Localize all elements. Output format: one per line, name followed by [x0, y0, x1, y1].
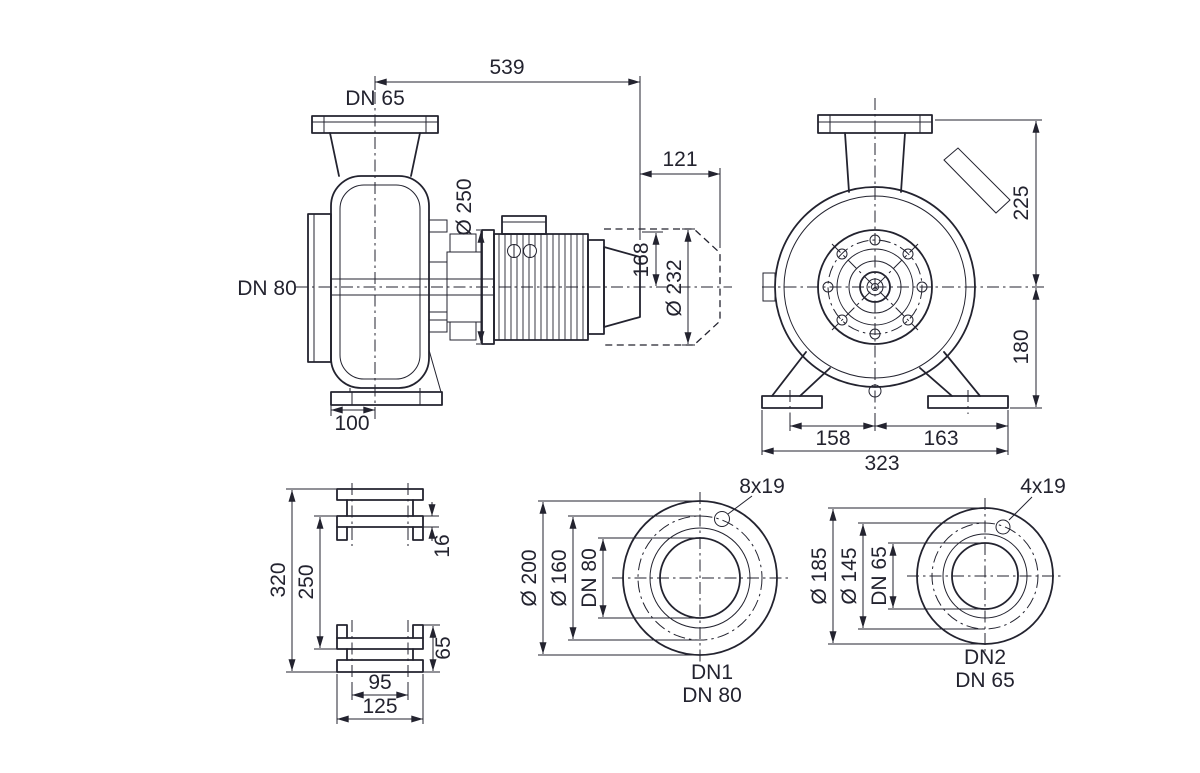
front-view-geometry: [761, 114, 1011, 414]
dim-flange-diameter: Ø 250: [453, 178, 476, 235]
dim-foot-width: 125: [362, 695, 397, 718]
dim-motor-extension: 121: [662, 148, 697, 171]
motor-variant-outline: [604, 228, 721, 346]
dn1-bolt-circle-dia: Ø 160: [548, 549, 571, 606]
dim-axis-to-base: 180: [1010, 329, 1033, 364]
dn2-bolt-hole: [995, 519, 1011, 535]
flange-dn2-dimensions: Ø 185 Ø 145 DN 65 4x19 DN2 DN 65: [808, 475, 1066, 692]
left-foot: [761, 395, 823, 409]
dim-foot-left: 158: [815, 427, 850, 450]
flange-dn1-dimensions: Ø 200 Ø 160 DN 80 8x19 DN1 DN 80: [518, 475, 785, 707]
dim-foot-total: 323: [864, 452, 899, 475]
dn1-nominal-dia: DN 80: [578, 548, 601, 608]
dim-foot-right: 163: [923, 427, 958, 450]
pump-foot: [330, 391, 443, 406]
dim-axis-height: 168: [630, 242, 653, 277]
dim-motor-diameter: Ø 232: [663, 259, 686, 316]
dim-plate-thickness: 16: [431, 534, 454, 557]
pump-casing: [330, 175, 430, 389]
top-flange: [311, 115, 439, 134]
dn65-label: DN 65: [345, 87, 405, 110]
front-view-dimensions: 225 180 158 163 323: [761, 119, 1042, 475]
dn1-size-label: DN 80: [682, 684, 742, 707]
dn80-label: DN 80: [237, 277, 297, 300]
side-view-centerlines: [296, 92, 732, 420]
terminal-box: [501, 215, 547, 235]
front-top-flange: [817, 114, 933, 134]
foot-view: 320 250 16 65 95 125: [267, 483, 455, 724]
drain-plug: [868, 384, 882, 398]
dim-top-to-axis: 225: [1010, 185, 1033, 220]
side-view: 539 DN 65 DN 80 121 Ø 250 168 Ø 232 100: [237, 56, 732, 435]
front-view: 225 180 158 163 323: [761, 98, 1044, 475]
dn2-size-label: DN 65: [955, 669, 1015, 692]
side-view-geometry: [307, 115, 721, 406]
shaft-end: [859, 271, 891, 303]
dn1-holes-label: 8x19: [739, 475, 785, 498]
dim-bolt-span: 250: [295, 564, 318, 599]
dn1-outer-dia: Ø 200: [518, 549, 541, 606]
dim-foot-offset: 100: [334, 412, 369, 435]
discharge-rib: [943, 147, 1011, 214]
foot-view-geometry: [336, 483, 424, 680]
dn1-bolt-hole: [714, 511, 730, 527]
flange-dn1-view: Ø 200 Ø 160 DN 80 8x19 DN1 DN 80: [518, 475, 788, 707]
dn2-holes-label: 4x19: [1020, 475, 1066, 498]
dn2-nominal-dia: DN 65: [868, 546, 891, 606]
dim-foot-height: 65: [432, 636, 455, 659]
dn1-port-label: DN1: [691, 661, 733, 684]
flange-dn2-view: Ø 185 Ø 145 DN 65 4x19 DN2 DN 65: [808, 475, 1066, 692]
dim-overall-height: 320: [267, 562, 290, 597]
bearing-flange: [817, 229, 933, 345]
dn2-bolt-circle-dia: Ø 145: [838, 547, 861, 604]
side-view-dimensions: 539 DN 65 DN 80 121 Ø 250 168 Ø 232 100: [237, 56, 721, 435]
dn2-outer-dia: Ø 185: [808, 547, 831, 604]
dn2-port-label: DN2: [964, 646, 1006, 669]
dim-total-length: 539: [489, 56, 524, 79]
left-flange: [307, 213, 332, 363]
dim-hole-spacing: 95: [368, 671, 391, 694]
foot-view-dimensions: 320 250 16 65 95 125: [267, 488, 455, 724]
